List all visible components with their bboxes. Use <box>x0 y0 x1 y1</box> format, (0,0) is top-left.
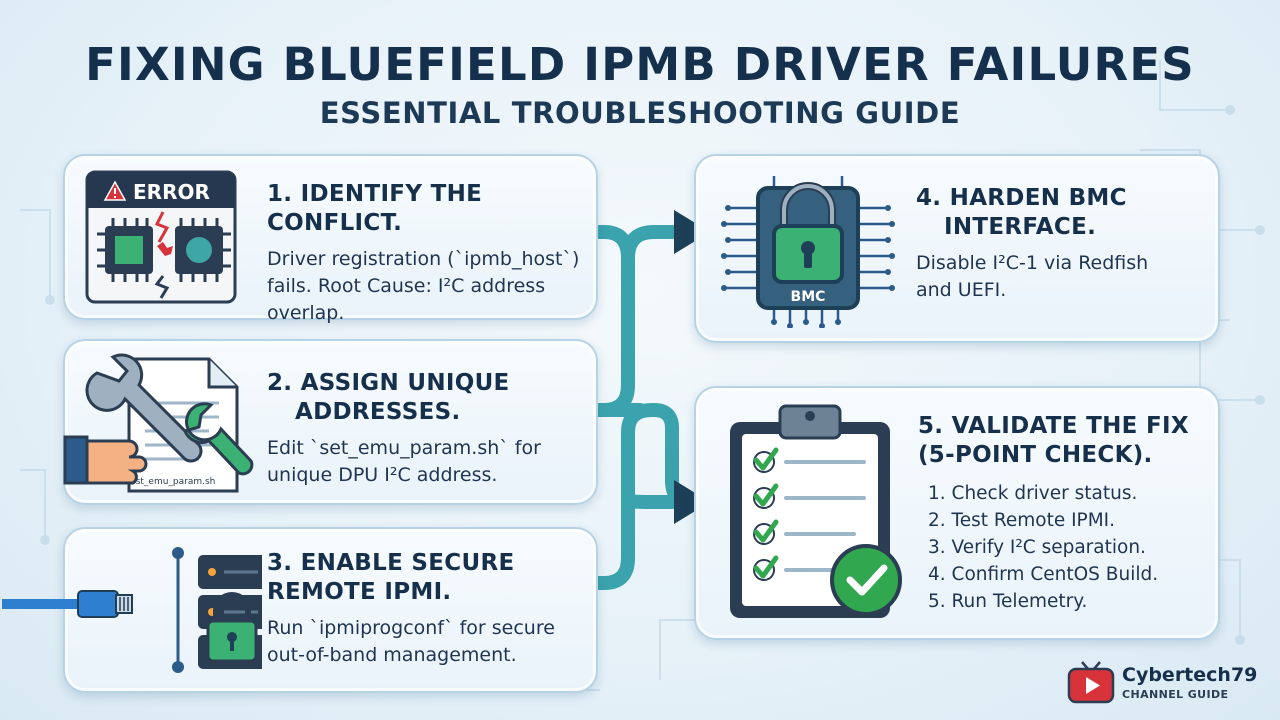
hand-icon <box>63 435 148 485</box>
step-card-harden-bmc: BMC 4. HARDEN BMC INTERFACE. Disable I²C… <box>694 154 1220 343</box>
file-icon: sst_emu_param.sh <box>127 357 239 493</box>
wrench-green-icon <box>183 402 254 476</box>
checkmark-icons <box>753 447 779 581</box>
file-name-label: sst_emu_param.sh <box>131 477 215 487</box>
connector-up-to-step4 <box>621 225 679 307</box>
validation-checklist: 1. Check driver status. 2. Test Remote I… <box>918 480 1210 615</box>
step-card-identify-conflict: ERROR 1. IDENTIFY THE CONFLICT. Dr <box>63 154 598 324</box>
clipboard-checklist-illustration <box>730 404 902 618</box>
conflict-spark-icon <box>154 211 170 243</box>
bmc-chip-label: BMC <box>791 289 826 305</box>
channel-branding: Cybertech79 CHANNEL GUIDE <box>1066 660 1266 706</box>
step-3-title: 3. ENABLE SECURE REMOTE IPMI. <box>267 550 515 605</box>
step-5-title: 5. VALIDATE THE FIX (5-POINT CHECK). <box>918 413 1189 468</box>
step-4-description: Disable I²C-1 via Redfish and UEFI. <box>916 252 1149 301</box>
arrow-to-step4 <box>674 210 710 254</box>
network-cable-icon <box>2 590 133 618</box>
server-lock-illustration <box>2 547 262 673</box>
brand-tagline: CHANNEL GUIDE <box>1122 688 1229 701</box>
checklist-item: 2. Test Remote IPMI. <box>928 510 1116 531</box>
step-card-enable-remote-ipmi: 3. ENABLE SECURE REMOTE IPMI. Run `ipmip… <box>2 527 598 693</box>
step-card-validate-fix: 5. VALIDATE THE FIX (5-POINT CHECK). 1. … <box>694 386 1220 640</box>
step-card-assign-addresses: sst_emu_param.sh 2. ASSIGN UNIQUE ADDRES… <box>63 339 598 505</box>
step-1-description: Driver registration (`ipmb_host`) fails.… <box>267 248 580 324</box>
wrench-file-illustration: sst_emu_param.sh <box>63 353 254 493</box>
checklist-item: 5. Run Telemetry. <box>928 591 1088 612</box>
brand-name: Cybertech79 <box>1122 664 1258 686</box>
step-1-title: 1. IDENTIFY THE CONFLICT. <box>267 181 483 236</box>
step-4-title: 4. HARDEN BMC INTERFACE. <box>916 185 1127 240</box>
connector-step3 <box>591 403 697 590</box>
chip-blue-icon <box>175 218 231 282</box>
lock-icon <box>206 592 258 663</box>
chip-green-icon <box>97 218 153 282</box>
checklist-item: 1. Check driver status. <box>928 483 1138 504</box>
step-3-description: Run `ipmiprogconf` for secure out-of-ban… <box>267 617 555 666</box>
step-2-description: Edit `set_emu_param.sh` for unique DPU I… <box>267 437 541 486</box>
step-2-title: 2. ASSIGN UNIQUE ADDRESSES. <box>267 370 510 425</box>
wrench-icon <box>85 353 203 463</box>
error-chip-illustration: ERROR <box>85 170 237 304</box>
checklist-item: 3. Verify I²C separation. <box>928 537 1146 558</box>
success-check-badge-icon <box>830 544 902 616</box>
connector-down-to-step5 <box>621 463 679 509</box>
page-title: FIXING BLUEFIELD IPMB DRIVER FAILURES <box>85 38 1195 91</box>
arrow-to-step5 <box>674 480 710 524</box>
page-subtitle: ESSENTIAL TROUBLESHOOTING GUIDE <box>319 96 961 130</box>
padlock-icon <box>772 182 844 284</box>
bmc-chip-illustration: BMC <box>721 176 895 328</box>
youtube-tv-icon <box>1067 661 1115 704</box>
error-badge-text: ERROR <box>133 180 210 204</box>
conflict-spark-icon-2 <box>154 275 170 299</box>
checklist-item: 4. Confirm CentOS Build. <box>928 564 1159 585</box>
